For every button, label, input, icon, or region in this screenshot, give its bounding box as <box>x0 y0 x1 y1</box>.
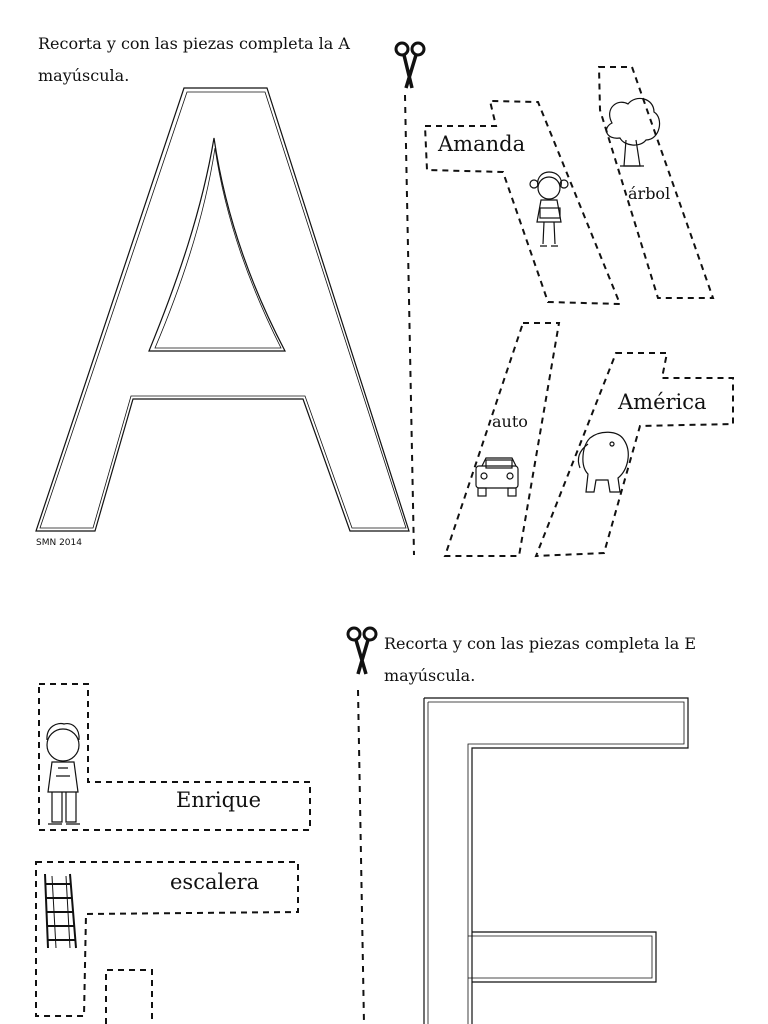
instruction-top: Recorta y con las piezas completa la A m… <box>38 28 350 92</box>
car-icon <box>475 457 519 497</box>
piece-label-enrique: Enrique <box>176 788 262 812</box>
ladder-icon <box>44 873 77 949</box>
instruction-bottom: Recorta y con las piezas completa la E m… <box>384 628 696 692</box>
piece-arbol-outline <box>597 66 715 299</box>
scissors-icon-bottom <box>346 626 378 675</box>
piece-label-escalera: escalera <box>170 870 260 894</box>
letter-e-outline <box>423 697 689 1024</box>
instruction-bottom-line1: Recorta y con las piezas completa la E <box>384 634 697 653</box>
piece-enrique-outline <box>38 683 311 831</box>
scissors-icon <box>394 41 426 89</box>
credit-text: SMN 2014 <box>36 538 82 548</box>
piece-label-arbol: árbol <box>628 184 671 203</box>
letter-a-outline <box>35 87 410 532</box>
piece-escalera-outline <box>35 861 299 1017</box>
piece-amanda-outline <box>423 99 622 306</box>
piece-label-auto: auto <box>492 412 528 431</box>
boy-icon <box>46 722 80 825</box>
cut-line-bottom <box>357 689 365 1024</box>
girl-icon <box>529 171 569 247</box>
piece-auto-outline <box>443 322 561 557</box>
instruction-bottom-line2: mayúscula. <box>384 666 476 685</box>
piece-label-amanda: Amanda <box>438 132 526 156</box>
piece-label-america: América <box>618 390 707 414</box>
tree-icon <box>605 97 661 167</box>
piece-partial-outline <box>105 969 153 1024</box>
instruction-top-line1: Recorta y con las piezas completa la A <box>38 34 350 53</box>
cut-line-top <box>404 94 415 556</box>
elephant-icon <box>577 431 629 493</box>
instruction-top-line2: mayúscula. <box>38 66 130 85</box>
piece-america-outline <box>534 352 734 558</box>
